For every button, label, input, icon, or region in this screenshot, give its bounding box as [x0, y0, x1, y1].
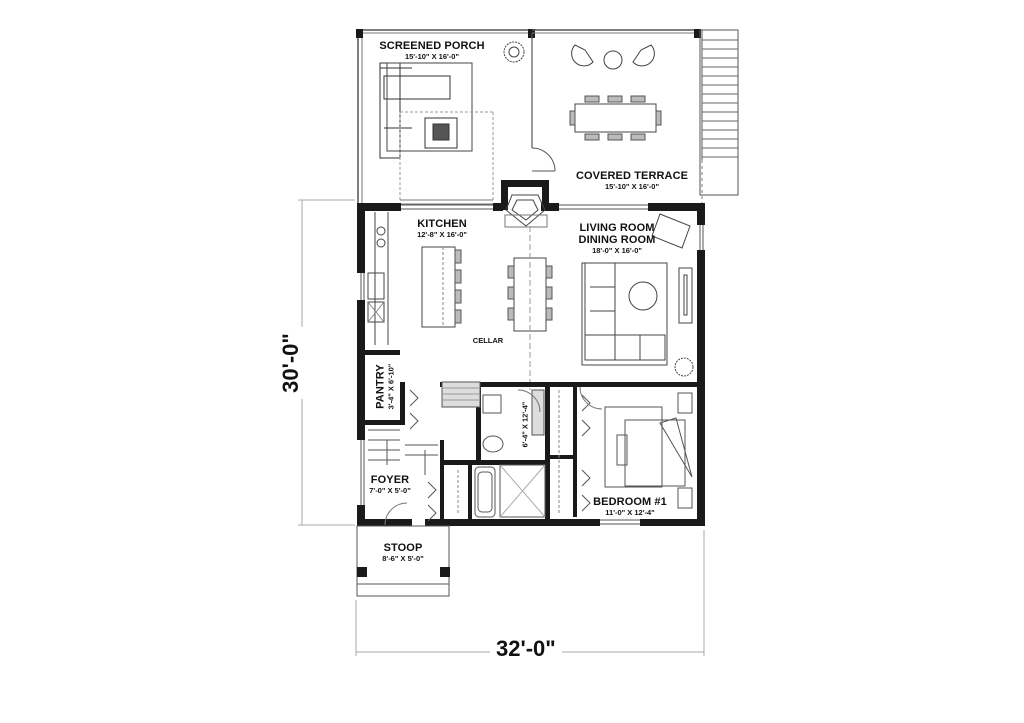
- room-label-pantry: PANTRY 3'-4" X 6'-10": [375, 347, 396, 427]
- room-label-living-dining: LIVING ROOM DINING ROOM 18'-0" X 16'-0": [562, 222, 672, 255]
- room-size: 11'-0" X 12'-4": [605, 508, 655, 517]
- room-label-covered-terrace: COVERED TERRACE 15'-10" X 16'-0": [572, 170, 692, 191]
- screened-porch-area: [356, 29, 556, 205]
- room-label-bedroom-1: BEDROOM #1 11'-0" X 12'-4": [575, 496, 685, 517]
- covered-terrace-area: [532, 29, 739, 210]
- overall-width-dimension: 32'-0": [490, 636, 562, 662]
- overall-depth-dimension: 30'-0": [277, 327, 304, 399]
- room-size: 8'-6" X 5'-0": [382, 554, 424, 563]
- room-label-stoop: STOOP 8'-6" X 5'-0": [368, 542, 438, 563]
- living-room-furniture: [581, 213, 694, 377]
- room-name: FOYER: [370, 474, 410, 486]
- room-name: SCREENED PORCH: [379, 40, 485, 52]
- room-size: 3'-4" X 6'-10": [386, 363, 396, 410]
- room-label-foyer: FOYER 7'-0" X 5'-0": [355, 474, 425, 495]
- room-name-2: DINING ROOM: [578, 234, 656, 246]
- room-name: COVERED TERRACE: [575, 170, 689, 182]
- kitchen-counter: [367, 212, 553, 390]
- room-name: LIVING ROOM: [579, 222, 655, 234]
- room-name: PANTRY: [374, 364, 387, 409]
- room-size: 12'-8" X 16'-0": [417, 230, 467, 239]
- cellar-label: CELLAR: [472, 336, 504, 345]
- room-name: KITCHEN: [417, 218, 467, 230]
- room-name: BEDROOM #1: [593, 496, 667, 508]
- room-size: 7'-0" X 5'-0": [369, 486, 411, 495]
- room-label-kitchen: KITCHEN 12'-8" X 16'-0": [392, 218, 492, 239]
- room-label-bathroom: 6'-4" X 12'-4": [521, 390, 530, 460]
- room-size: 18'-0" X 16'-0": [592, 246, 642, 255]
- room-size: 15'-10" X 16'-0": [604, 182, 660, 191]
- room-size: 6'-4" X 12'-4": [520, 401, 530, 448]
- room-name: STOOP: [383, 542, 423, 554]
- room-label-screened-porch: SCREENED PORCH 15'-10" X 16'-0": [372, 40, 492, 61]
- room-size: 15'-10" X 16'-0": [404, 52, 460, 61]
- stoop-area: [356, 525, 450, 597]
